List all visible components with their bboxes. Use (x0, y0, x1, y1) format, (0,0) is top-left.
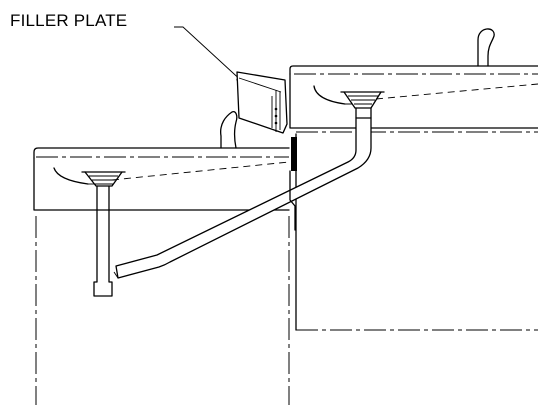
filler-plate-label: FILLER PLATE (10, 11, 128, 30)
left-fountain-unit (33, 110, 290, 405)
drain-pipe (113, 117, 372, 279)
right-bubbler (477, 28, 495, 67)
callout-leader (174, 26, 246, 85)
filler-plate (236, 71, 288, 134)
center-seal-strip (289, 137, 297, 231)
right-fountain-unit (289, 28, 538, 331)
left-bubbler (220, 110, 238, 149)
